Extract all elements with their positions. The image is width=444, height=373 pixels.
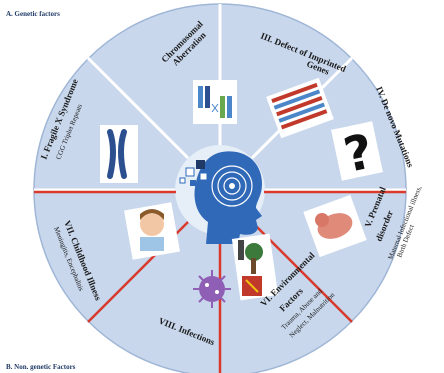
section-a-title: A. Genetic factors <box>6 10 60 18</box>
chromosome-pair-icon <box>100 125 138 183</box>
environment-icon <box>231 233 279 301</box>
karyotype-icon <box>193 80 237 124</box>
virus-icon <box>193 270 231 308</box>
child-icon <box>124 202 180 260</box>
fetus-icon <box>303 194 367 258</box>
gene-bars-icon <box>266 77 334 139</box>
question-mark-icon: ? <box>331 121 383 184</box>
section-b-title: B. Non. genetic Factors <box>6 363 76 371</box>
head-maze-icon <box>179 151 262 244</box>
